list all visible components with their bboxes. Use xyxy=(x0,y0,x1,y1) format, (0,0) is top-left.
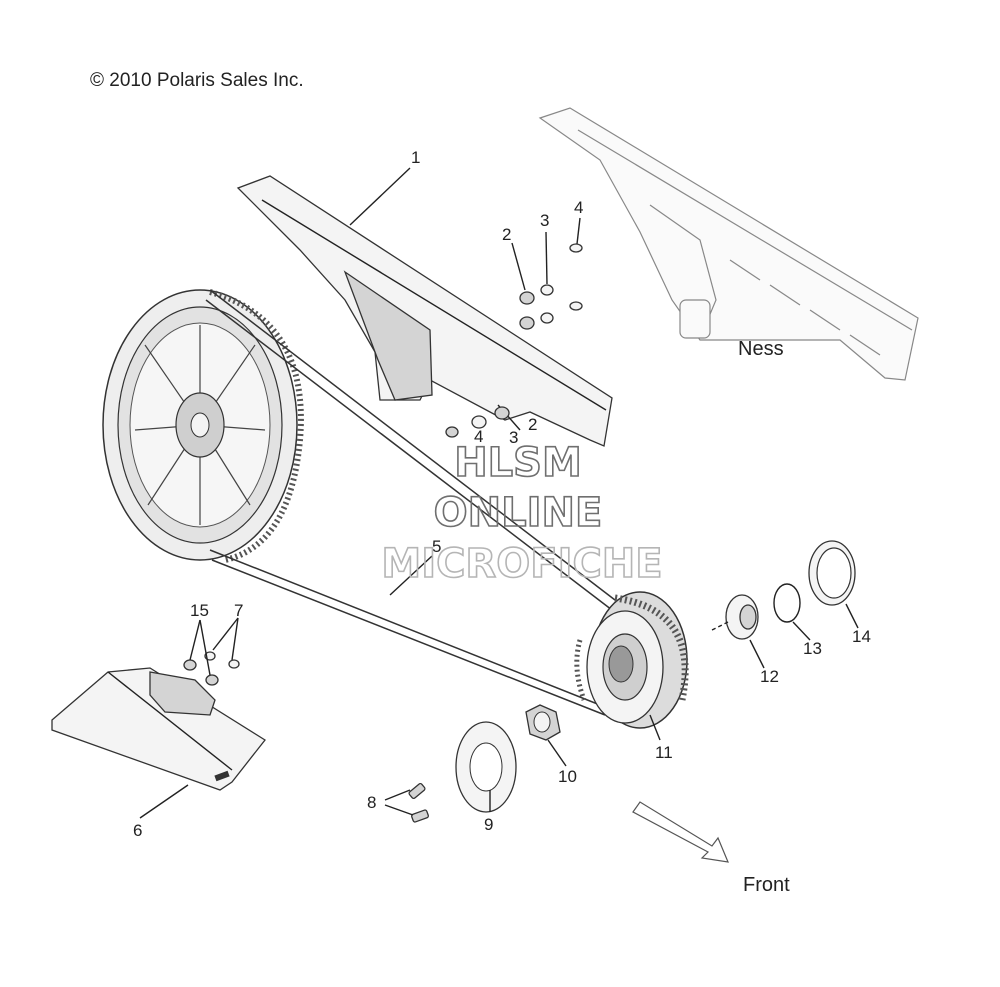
variant-label-ness: Ness xyxy=(738,338,784,360)
callout-11: 11 xyxy=(655,743,673,762)
callout-4: 4 xyxy=(574,198,583,217)
callout-4-lower: 4 xyxy=(474,427,483,446)
drive-belt xyxy=(205,289,616,716)
front-direction-arrow xyxy=(632,801,729,863)
callout-13: 13 xyxy=(803,639,822,658)
rear-pulley xyxy=(102,289,304,563)
callout-9: 9 xyxy=(484,815,493,834)
copyright-text: © 2010 Polaris Sales Inc. xyxy=(90,70,304,91)
callout-6: 6 xyxy=(133,821,142,840)
hardware-group-2-3-4 xyxy=(445,243,583,438)
watermark-line-3: MICROFICHE xyxy=(381,541,662,587)
leader-lines xyxy=(139,167,859,819)
seal-parts xyxy=(711,540,856,640)
callout-2-lower: 2 xyxy=(528,415,537,434)
ness-belt-guard xyxy=(538,107,919,381)
retaining-hardware xyxy=(408,704,561,823)
callout-15: 15 xyxy=(190,601,209,620)
callout-10: 10 xyxy=(558,767,577,786)
callout-12: 12 xyxy=(760,667,779,686)
watermark: HLSM ONLINE MICROFICHE xyxy=(381,439,664,588)
callout-5: 5 xyxy=(432,537,441,556)
lower-belt-guard xyxy=(51,651,266,791)
callout-3-lower: 3 xyxy=(509,428,518,447)
callout-3: 3 xyxy=(540,211,549,230)
watermark-line-1: HLSM xyxy=(454,440,582,486)
front-label: Front xyxy=(743,874,790,896)
watermark-line-2: ONLINE xyxy=(434,490,603,536)
callout-2: 2 xyxy=(502,225,511,244)
callout-8: 8 xyxy=(367,793,376,812)
front-sprocket xyxy=(574,591,689,729)
callout-14: 14 xyxy=(852,627,871,646)
callout-labels: 1 2 3 4 5 6 7 8 9 10 11 12 13 14 15 4 3 … xyxy=(133,148,871,840)
callout-1: 1 xyxy=(411,148,420,167)
callout-7: 7 xyxy=(234,601,243,620)
